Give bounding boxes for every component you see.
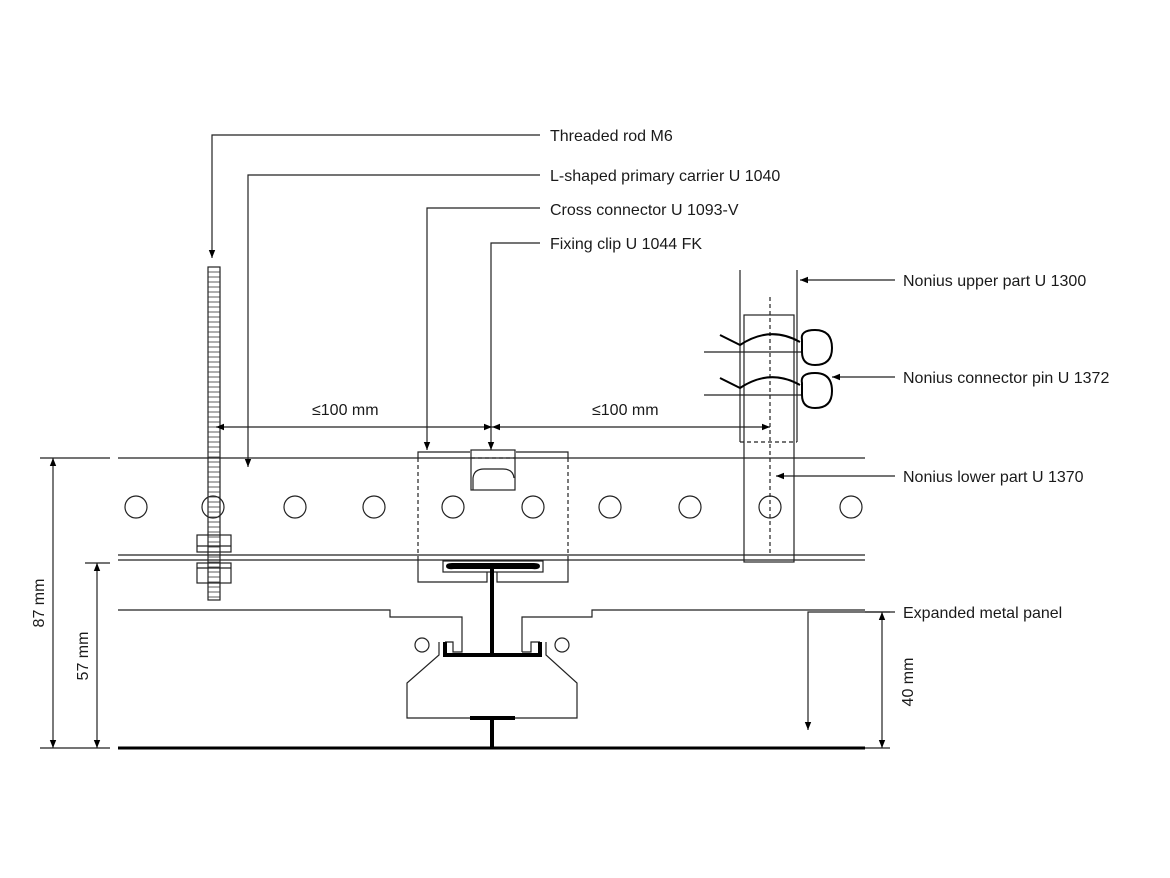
dim-spacing-left: ≤100 mm <box>312 402 379 419</box>
nonius-pin-lower <box>704 371 834 410</box>
label-cross-connector: Cross connector U 1093-V <box>550 202 739 219</box>
carrier-hole <box>598 495 622 519</box>
nonius-pin-upper <box>704 328 834 367</box>
carrier-hole <box>283 495 307 519</box>
fixing-clip <box>470 449 516 491</box>
dimension-lines <box>40 423 890 749</box>
carrier-hole <box>124 495 148 519</box>
carrier-hole <box>839 495 863 519</box>
primary-carrier <box>118 457 865 561</box>
carrier-hole <box>678 495 702 519</box>
expanded-metal-panel <box>118 609 865 750</box>
carrier-hole <box>441 495 465 519</box>
threaded-rod <box>196 266 232 601</box>
cross-connector <box>417 451 569 655</box>
label-panel: Expanded metal panel <box>903 605 1062 622</box>
carrier-holes <box>124 495 863 519</box>
dim-total-height: 87 mm <box>31 579 48 628</box>
leader-lines <box>208 134 895 730</box>
label-threaded-rod: Threaded rod M6 <box>550 128 673 145</box>
carrier-hole <box>362 495 386 519</box>
dim-panel-height: 40 mm <box>900 658 917 707</box>
label-nonius-upper: Nonius upper part U 1300 <box>903 273 1086 290</box>
label-fixing-clip: Fixing clip U 1044 FK <box>550 236 702 253</box>
label-nonius-pin: Nonius connector pin U 1372 <box>903 370 1109 387</box>
dim-spacing-right: ≤100 mm <box>592 402 659 419</box>
carrier-hole <box>201 495 225 519</box>
label-primary-carrier: L-shaped primary carrier U 1040 <box>550 168 780 185</box>
dim-lower-height: 57 mm <box>75 632 92 681</box>
label-nonius-lower: Nonius lower part U 1370 <box>903 469 1084 486</box>
carrier-hole <box>521 495 545 519</box>
nonius-hanger <box>704 270 834 563</box>
